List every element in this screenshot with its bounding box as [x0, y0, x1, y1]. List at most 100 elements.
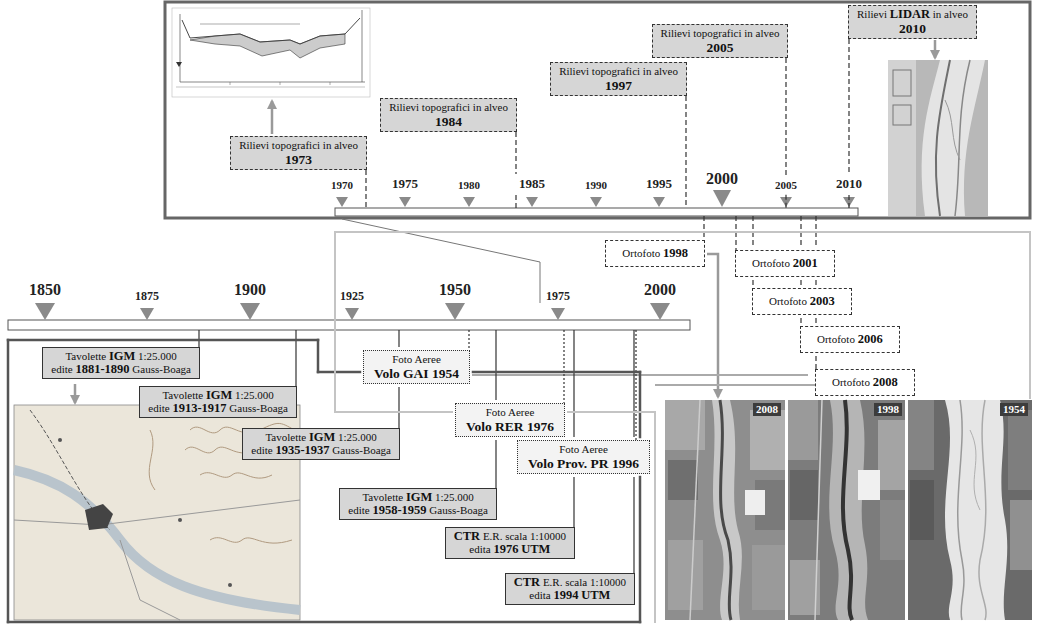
timeline-lead-line — [800, 280, 801, 285]
box-text: Volo Prov. PR 1996 — [528, 456, 639, 471]
timeline-lead-line — [468, 330, 469, 350]
timeline-lead-line — [703, 216, 704, 240]
panel-outline — [334, 232, 336, 412]
aerial-photo-1998 — [788, 400, 818, 460]
timeline-lead-line — [635, 330, 636, 440]
box-text: Rilievi topografici in alveo — [661, 27, 780, 40]
bold-token: CTR — [514, 575, 540, 589]
aerial-photo-2008 — [668, 540, 703, 610]
box-text: Ortofoto 1998 — [622, 247, 688, 260]
year-label: 1975 — [392, 177, 418, 192]
timeline-lead-line — [495, 330, 496, 400]
panel-outline — [335, 231, 1030, 233]
aerial-photo-1954 — [1008, 410, 1032, 490]
photo-year-label: 1998 — [874, 403, 902, 416]
top-panel — [165, 2, 1030, 218]
panel-outline — [7, 340, 10, 622]
historic-map — [14, 500, 300, 525]
timeline-bottom — [240, 303, 260, 320]
survey-box: Rilievi LIDAR in alveo2010 — [848, 5, 977, 39]
box-text: 1984 — [389, 114, 508, 129]
aerial-photo-1998 — [790, 470, 818, 520]
year-label: 1875 — [135, 290, 159, 304]
year-label: 1975 — [546, 290, 570, 304]
timeline-lead-line — [785, 58, 786, 176]
lidar-image — [893, 70, 911, 96]
bold-token: 2001 — [793, 256, 818, 270]
map-sheet-box: Tavolette IGM 1:25.000edite 1913-1917 Ga… — [139, 386, 297, 418]
survey-box: Rilievi topografici in alveo2005 — [652, 24, 789, 58]
aerial-photo-2008 — [750, 410, 785, 470]
timeline-top — [590, 197, 602, 207]
box-text: CTR E.R. scala 1:10000 — [514, 576, 626, 589]
timeline-bottom — [650, 303, 670, 320]
year-label: 1850 — [29, 281, 61, 299]
profile-chart — [280, 82, 281, 85]
timeline-top — [463, 197, 475, 207]
profile-chart — [190, 34, 345, 58]
timeline-lead-line — [515, 195, 516, 208]
panel-outline — [639, 477, 642, 622]
aerial-photo-1998 — [858, 470, 880, 500]
year-label: 2010 — [836, 177, 862, 192]
timeline-bottom — [8, 320, 690, 330]
timeline-lead-line — [495, 440, 496, 488]
aerial-photo-box: Foto AereeVolo Prov. PR 1996 — [517, 440, 650, 474]
box-text: edite 1958-1959 Gauss-Boaga — [348, 504, 488, 517]
aerial-photo-1954 — [908, 400, 1032, 620]
aerial-photo-2008 — [752, 545, 785, 610]
aerial-photo-1954 — [979, 400, 986, 620]
aerial-photo-1998 — [788, 400, 905, 620]
year-label: 2000 — [706, 170, 738, 188]
aerial-photo-2008 — [720, 400, 731, 620]
historic-map — [120, 540, 180, 620]
timeline-lead-line — [815, 318, 816, 323]
bold-token: 2008 — [873, 375, 898, 389]
box-text: edite 1913-1917 Gauss-Boaga — [148, 402, 288, 415]
timeline-lead-line — [365, 170, 366, 208]
lidar-image — [888, 60, 988, 216]
box-text: Volo GAI 1954 — [374, 366, 459, 381]
timeline-lead-line — [685, 96, 686, 208]
orthophoto-box: Ortofoto 2003 — [752, 288, 852, 315]
bold-token: 1958-1959 — [372, 503, 426, 517]
bold-token: 1976 — [493, 542, 518, 556]
year-label: 1990 — [585, 179, 607, 192]
timeline-lead-line — [633, 477, 634, 573]
profile-chart — [172, 8, 370, 97]
pointer-arrow — [75, 40, 935, 403]
bold-token: 2006 — [858, 332, 883, 346]
timeline-top — [653, 197, 665, 207]
map-sheet-box: Tavolette IGM 1:25.000edite 1958-1959 Ga… — [339, 488, 497, 520]
aerial-photo-1954 — [945, 400, 1007, 620]
year-label: 2005 — [775, 179, 797, 192]
profile-chart — [176, 87, 365, 88]
panel-outline — [473, 371, 640, 374]
timeline-lead-line — [848, 195, 849, 208]
box-text: Volo RER 1976 — [466, 419, 554, 434]
box-text: edite 1935-1937 Gauss-Boaga — [251, 444, 391, 457]
panel-outline — [568, 411, 655, 413]
profile-chart — [230, 82, 231, 85]
panel-outline — [335, 411, 452, 413]
profile-chart — [180, 14, 181, 82]
pointer-arrow — [271, 101, 274, 134]
box-text: Ortofoto 2003 — [769, 295, 835, 308]
timeline-lead-line — [398, 330, 399, 347]
year-label: 1950 — [439, 281, 471, 299]
box-text: Ortofoto 2001 — [752, 257, 818, 270]
historic-map — [210, 538, 292, 543]
survey-box: Rilievi topografici in alveo1984 — [380, 98, 517, 132]
historic-map — [178, 518, 182, 522]
year-label: 1970 — [331, 179, 353, 192]
panel-outline — [1029, 232, 1031, 398]
aerial-photo-1954 — [908, 400, 934, 470]
photo-year-label: 1954 — [1000, 403, 1028, 416]
historic-map — [58, 438, 62, 442]
aerial-photo-2008 — [712, 400, 742, 620]
box-text: 2010 — [857, 21, 968, 36]
pointer-arrow — [74, 384, 77, 403]
aerial-photo-box: Foto AereeVolo GAI 1954 — [363, 350, 470, 384]
aerial-photo-1954 — [1010, 500, 1032, 570]
timeline-lead-line — [398, 387, 399, 428]
